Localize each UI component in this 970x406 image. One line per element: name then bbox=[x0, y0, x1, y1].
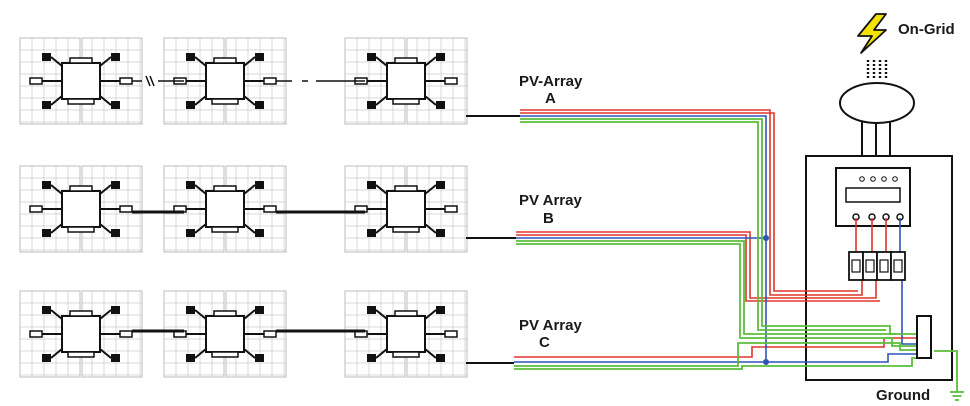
energy-meter bbox=[835, 167, 911, 227]
array-a-title: PV-Array bbox=[519, 73, 583, 90]
phase-wires bbox=[514, 109, 917, 358]
pv-array-c bbox=[19, 290, 514, 378]
ground-icon bbox=[950, 391, 964, 401]
junction-dot bbox=[763, 235, 769, 241]
on-grid-label: On-Grid bbox=[898, 21, 955, 38]
lightning-bolt-icon bbox=[857, 13, 887, 54]
solar-panel-module bbox=[19, 290, 143, 378]
junction-dot bbox=[763, 359, 769, 365]
solar-panel-module bbox=[344, 290, 468, 378]
pv-array-b bbox=[19, 165, 516, 253]
solar-panel-module bbox=[19, 37, 143, 125]
pv-array-a bbox=[19, 37, 520, 125]
solar-panel-module bbox=[163, 165, 287, 253]
earth-wires bbox=[514, 118, 958, 392]
circuit-breakers bbox=[848, 251, 906, 281]
solar-panel-module bbox=[163, 290, 287, 378]
utility-grid-transformer bbox=[839, 60, 915, 124]
solar-panel-module bbox=[344, 165, 468, 253]
array-b-letter: B bbox=[543, 210, 554, 227]
array-b-title: PV Array bbox=[519, 192, 582, 209]
array-c-letter: C bbox=[539, 334, 550, 351]
array-a-letter: A bbox=[545, 90, 556, 107]
terminal-block bbox=[916, 315, 932, 359]
solar-panel-module bbox=[19, 165, 143, 253]
ground-label: Ground bbox=[876, 387, 931, 404]
array-c-title: PV Array bbox=[519, 317, 582, 334]
neutral-wires bbox=[514, 115, 917, 363]
